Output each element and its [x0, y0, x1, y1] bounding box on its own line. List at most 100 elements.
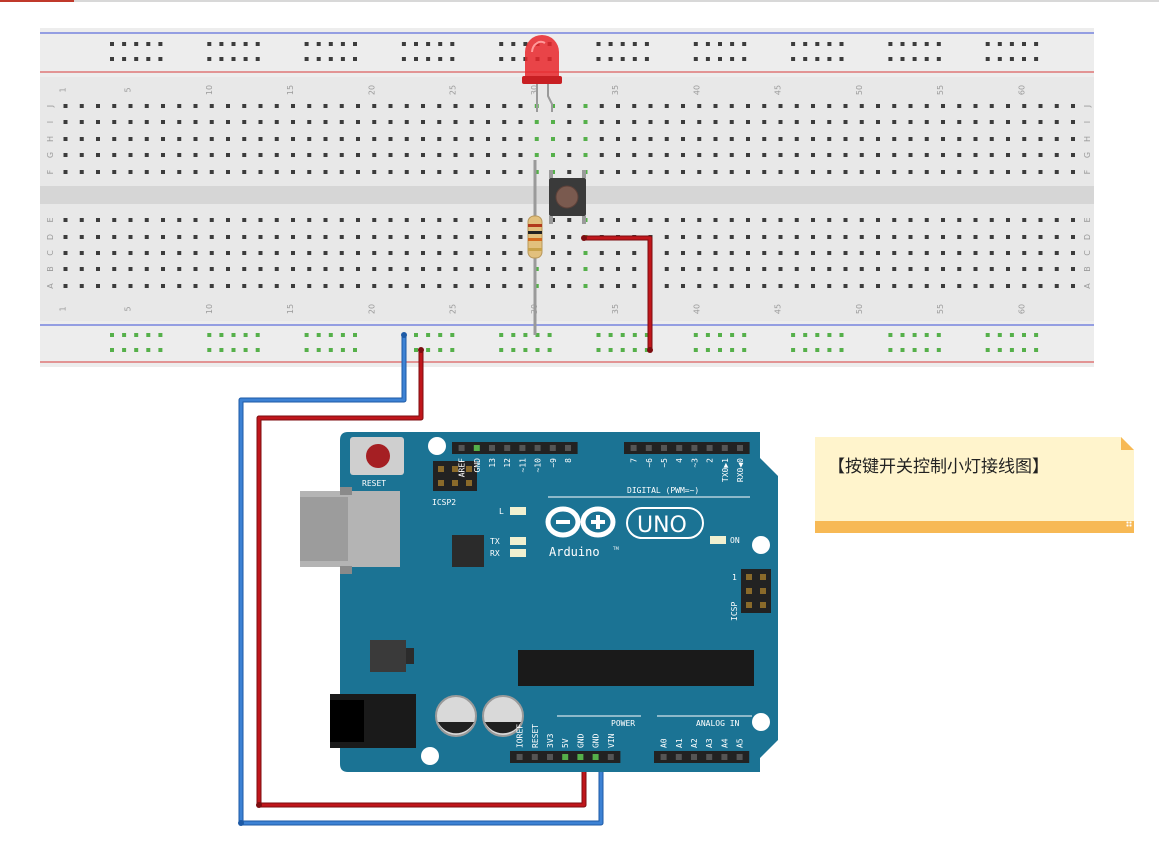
breadboard-hole [551, 137, 555, 141]
wire-end [418, 347, 424, 353]
header-pin[interactable] [592, 754, 599, 760]
breadboard-hole [372, 120, 377, 124]
header-pin[interactable] [736, 754, 743, 760]
rail-hole [316, 57, 321, 61]
header-pin[interactable] [721, 754, 728, 760]
breadboard-hole [486, 284, 490, 288]
rail-hole [985, 333, 990, 337]
breadboard-hole [827, 104, 832, 108]
pin-label: ~11 [518, 458, 527, 473]
header-pin[interactable] [504, 445, 511, 451]
breadboard-hole [128, 120, 133, 124]
breadboard-hole [843, 284, 848, 288]
breadboard-hole [404, 170, 409, 174]
header-pin[interactable] [706, 445, 713, 451]
breadboard-hole [258, 284, 263, 288]
rail-hole [340, 348, 345, 352]
header-pin[interactable] [473, 445, 480, 451]
resize-grip-icon[interactable] [1126, 521, 1132, 527]
breadboard-hole [226, 284, 230, 288]
breadboard-hole [177, 153, 182, 157]
row-letter: H [46, 136, 55, 142]
breadboard-hole [811, 170, 815, 174]
breadboard-hole [551, 235, 555, 239]
icsp-pin [466, 466, 472, 472]
header-pin[interactable] [721, 445, 728, 451]
rail-hole [718, 42, 722, 46]
breadboard-hole [632, 267, 637, 271]
pin-label: 2 [706, 458, 715, 463]
rail-hole [644, 42, 649, 46]
header-pin[interactable] [675, 754, 682, 760]
breadboard-hole [843, 218, 848, 222]
column-number: 40 [692, 304, 701, 314]
rail-hole [110, 42, 114, 46]
header-pin[interactable] [691, 445, 698, 451]
breadboard-hole [794, 120, 799, 124]
breadboard-hole [1071, 235, 1075, 239]
header-pin[interactable] [531, 754, 538, 760]
breadboard-hole [567, 267, 572, 271]
breadboard-hole [437, 104, 442, 108]
breadboard-hole [567, 120, 572, 124]
header-pin[interactable] [519, 445, 526, 451]
breadboard-hole [859, 284, 864, 288]
breadboard-hole [729, 218, 734, 222]
header-pin[interactable] [458, 445, 465, 451]
header-pin[interactable] [547, 754, 553, 760]
breadboard-hole [226, 170, 230, 174]
header-pin[interactable] [577, 754, 584, 760]
header-pin[interactable] [645, 445, 652, 451]
breadboard-hole [193, 218, 198, 222]
header-pin[interactable] [565, 445, 571, 451]
rail-hole [328, 333, 333, 337]
pin-label: TX0▶1 [721, 458, 730, 482]
header-pin[interactable] [706, 754, 713, 760]
breadboard-hole [144, 218, 149, 222]
led-tx [510, 537, 526, 545]
breadboard-hole [372, 170, 377, 174]
header-pin[interactable] [630, 445, 637, 451]
rail-hole [742, 57, 747, 61]
header-pin[interactable] [489, 445, 495, 451]
breadboard-hole [1006, 235, 1010, 239]
breadboard-hole [876, 251, 880, 255]
header-pin[interactable] [661, 445, 667, 451]
breadboard-hole [502, 104, 507, 108]
header-pin[interactable] [691, 754, 697, 760]
rail-hole [742, 348, 747, 352]
rail-hole [134, 42, 139, 46]
breadboard-hole [811, 235, 815, 239]
header-pin[interactable] [534, 445, 541, 451]
header-pin[interactable] [607, 754, 614, 760]
breadboard-hole [1022, 153, 1027, 157]
pin-label: ~10 [534, 458, 543, 473]
header-pin[interactable] [516, 754, 523, 760]
header-pin[interactable] [562, 754, 569, 760]
header-pin[interactable] [737, 445, 743, 451]
pin-label: GND [592, 733, 601, 748]
pin-label: 12 [503, 458, 512, 468]
breadboard-hole [664, 137, 669, 141]
breadboard-hole [697, 251, 702, 255]
header-pin[interactable] [660, 754, 667, 760]
rail-hole [158, 42, 163, 46]
row-letter: J [46, 105, 55, 108]
header-pin[interactable] [549, 445, 556, 451]
breadboard-hole [112, 251, 117, 255]
breadboard-hole [859, 137, 864, 141]
rail-hole [997, 333, 1002, 337]
rail-hole [316, 348, 321, 352]
logo-left-loop [545, 506, 581, 538]
breadboard-hole [437, 235, 442, 239]
breadboard-hole [908, 170, 913, 174]
breadboard-hole [583, 104, 588, 108]
rail-hole [511, 42, 516, 46]
rail-hole [535, 333, 540, 337]
rail-hole [134, 57, 139, 61]
breadboard-hole [209, 137, 214, 141]
breadboard-hole [1006, 153, 1010, 157]
header-pin[interactable] [676, 445, 683, 451]
